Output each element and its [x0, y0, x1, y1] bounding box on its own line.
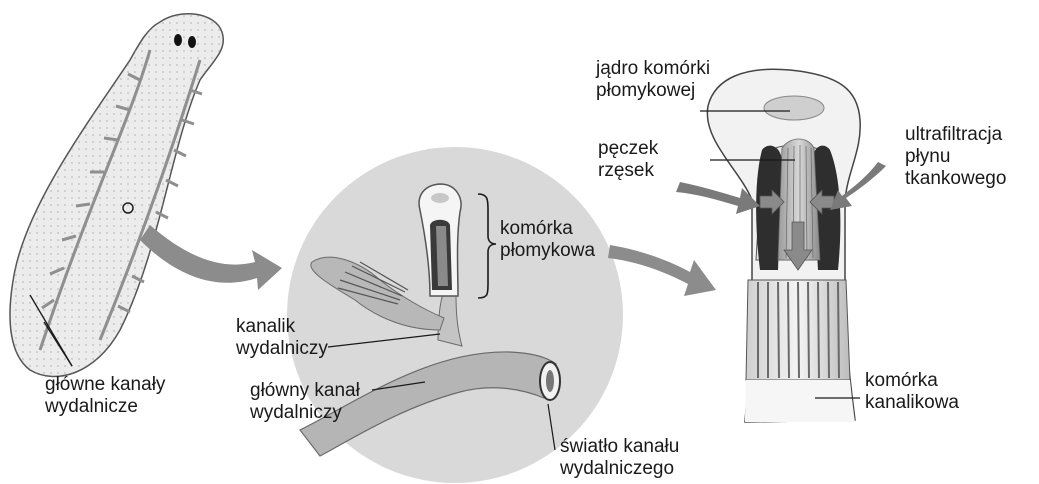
eye-left-icon: [174, 34, 182, 46]
arrow-to-flame-cell-icon: [608, 245, 716, 296]
nucleus-icon: [764, 96, 824, 120]
arrow-to-circle-icon: [140, 225, 282, 290]
planarian-body: [10, 14, 223, 377]
eye-right-icon: [188, 36, 196, 48]
